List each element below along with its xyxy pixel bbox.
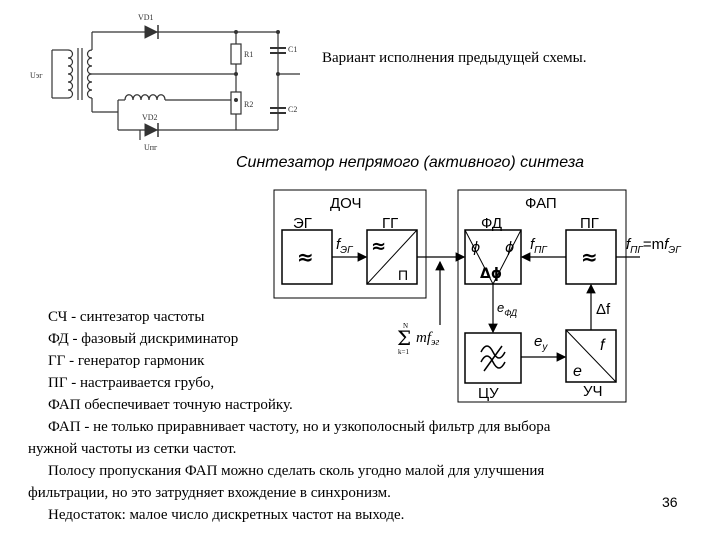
capacitor-c2 — [270, 107, 286, 114]
fap-frame — [457, 189, 627, 403]
harmonic-sum-formula: N Σ k=1 mfэг — [397, 322, 439, 356]
uch-e-label: e — [573, 363, 582, 380]
paragraph-line: нужной частоты из сетки частот. — [28, 441, 237, 457]
pg-approx-symbol: ≈ — [581, 245, 598, 269]
e-u-label: eу — [534, 333, 548, 353]
filter-symbol — [480, 345, 506, 372]
diode-vd2 — [144, 123, 159, 137]
fap-label: ФАП — [525, 195, 557, 212]
delta-f-label: Δf — [596, 301, 611, 318]
diode-vd1 — [144, 25, 159, 39]
sum-lower-limit: k=1 — [398, 348, 409, 356]
page-number: 36 — [662, 494, 678, 510]
definition-item: СЧ - синтезатор частоты — [48, 309, 205, 325]
resistor-r1 — [230, 43, 242, 65]
vd2-label: VD2 — [142, 113, 158, 122]
fd-phi-left: ϕ — [471, 240, 480, 256]
definitions-list: СЧ - синтезатор частоты ФД - фазовый дис… — [48, 306, 408, 416]
resistor-r2 — [230, 91, 242, 115]
paragraph-line: Полосу пропускания ФАП можно сделать ско… — [48, 463, 545, 479]
fd-delta-phi: Δϕ — [480, 266, 502, 282]
sum-upper-limit: N — [403, 322, 408, 330]
eg-label: ЭГ — [293, 215, 312, 232]
c2-label: C2 — [288, 105, 297, 114]
doch-frame — [273, 189, 427, 299]
sum-term: mfэг — [416, 330, 439, 348]
gg-approx-symbol: ≈ — [371, 236, 386, 257]
synth-title: Синтезатор непрямого (активного) синтеза — [236, 154, 585, 171]
uch-f-label: f — [600, 337, 606, 354]
explanation-paragraphs: ФАП - не только приравнивает частоту, но… — [28, 416, 698, 526]
doch-label: ДОЧ — [330, 195, 362, 212]
e-fd-label: eФД — [497, 300, 518, 318]
definition-item: ФАП обеспечивает точную настройку. — [48, 397, 293, 413]
pg-coil — [124, 94, 166, 101]
sum-sign: Σ — [397, 326, 411, 350]
u-pg-label: Uпг — [144, 143, 158, 152]
capacitor-c1 — [270, 47, 286, 54]
f-pg-label: fПГ — [530, 236, 548, 256]
junction-dots — [234, 30, 280, 102]
definition-item: ПГ - настраивается грубо, — [48, 375, 215, 391]
circuit-caption: Вариант исполнения предыдущей схемы. — [322, 50, 587, 66]
r2-label: R2 — [244, 100, 253, 109]
fd-label: ФД — [481, 215, 502, 232]
f-eg-label: fЭГ — [336, 236, 354, 256]
r1-label: R1 — [244, 50, 253, 59]
eg-approx-symbol: ≈ — [297, 245, 314, 269]
c1-label: C1 — [288, 45, 297, 54]
output-frequency-label: fПГ=mfЭГ — [626, 236, 682, 256]
fd-block — [464, 229, 522, 285]
paragraph-line: ФАП - не только приравнивает частоту, но… — [48, 419, 551, 435]
paragraph-line: фильтрации, но это затрудняет вхождение … — [28, 485, 391, 501]
tsu-block — [464, 332, 522, 384]
pg-label: ПГ — [580, 215, 599, 232]
gg-label: ГГ — [382, 215, 398, 232]
definition-item: ГГ - генератор гармоник — [48, 353, 205, 369]
eg-block — [281, 229, 333, 285]
uch-label: УЧ — [583, 383, 603, 400]
paragraph-line: Недостаток: малое число дискретных часто… — [48, 507, 405, 523]
fd-phi-right: ϕ — [505, 240, 514, 256]
input-coil — [67, 49, 74, 99]
vd1-label: VD1 — [138, 13, 154, 22]
tsu-label: ЦУ — [478, 385, 499, 402]
u-eg-label: Uэг — [30, 71, 43, 80]
definition-item: ФД - фазовый дискриминатор — [48, 331, 239, 347]
gg-p-letter: П — [398, 267, 408, 283]
